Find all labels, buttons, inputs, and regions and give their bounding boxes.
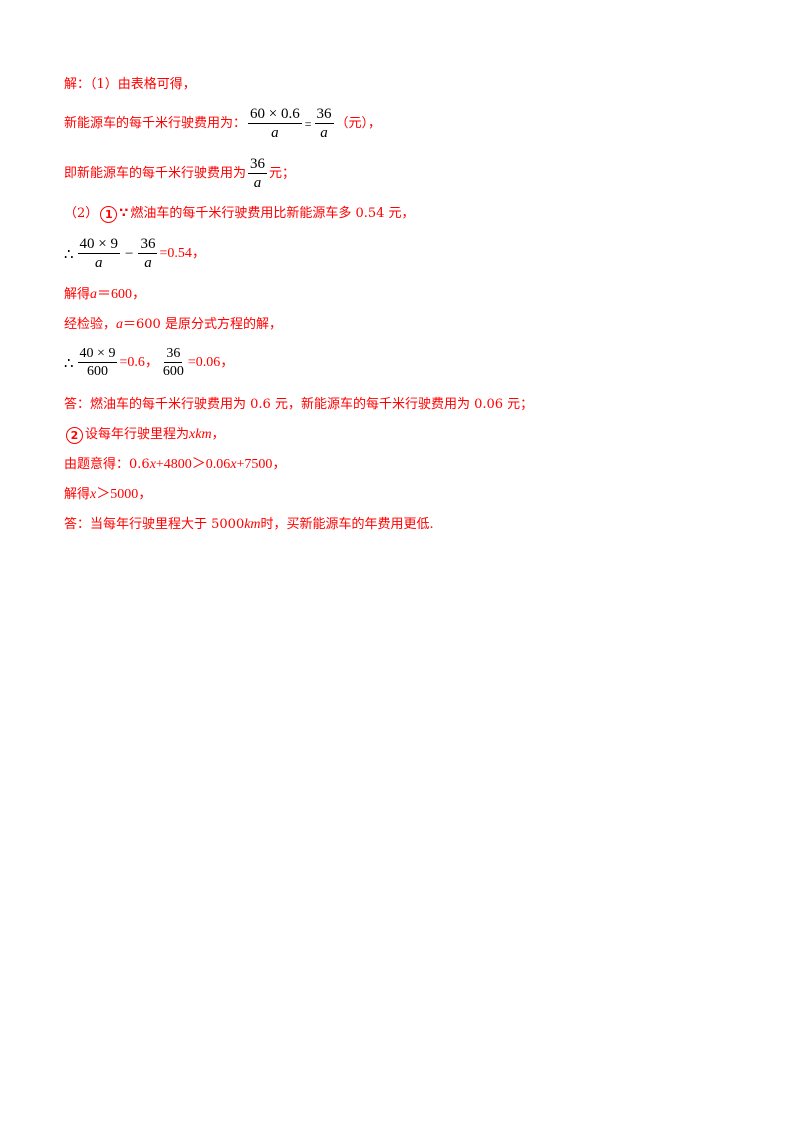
part2-premise: （2） 1 ∵ 燃油车的每千米行驶费用比新能源车多 0.54 元， xyxy=(64,205,415,223)
fraction-36-over-a: 36 a xyxy=(138,236,158,271)
new-energy-cost-conclusion: 即新能源车的每千米行驶费用为 36 a 元； xyxy=(64,156,296,191)
circled-number-2: 2 xyxy=(66,426,83,444)
new-energy-cost-line: 新能源车的每千米行驶费用为： 60 × 0.6 a = 36 a （元）， xyxy=(64,106,382,141)
solution-intro: 解：（1）由表格可得， xyxy=(64,77,196,92)
therefore-symbol: ∴ xyxy=(64,353,74,372)
solve-x-line: 解得 x ＞5000， xyxy=(64,487,153,502)
fraction-36-over-a: 36 a xyxy=(314,106,334,141)
fraction-40x9-over-600: 40 × 9 600 xyxy=(77,346,118,379)
part2-setup: 2 设每年行驶里程为 xkm ， xyxy=(64,426,225,444)
fraction-40x9-over-a: 40 × 9 a xyxy=(77,236,121,271)
fraction-36-over-a: 36 a xyxy=(248,156,268,191)
fraction-60x06-over-a: 60 × 0.6 a xyxy=(248,106,302,141)
substitution-line: ∴ 40 × 9 600 =0.6， 36 600 =0.06， xyxy=(64,346,235,379)
fraction-36-over-600: 36 600 xyxy=(162,346,184,379)
answer-part1: 答：燃油车的每千米行驶费用为 0.6 元，新能源车的每千米行驶费用为 0.06 … xyxy=(64,397,534,412)
solve-a-line: 解得 a ＝600， xyxy=(64,287,147,302)
inequality-line: 由题意得：0.6 x +4800＞0.06 x +7500， xyxy=(64,457,287,472)
therefore-symbol: ∴ xyxy=(64,244,74,263)
because-symbol: ∵ xyxy=(119,206,129,221)
verification-line: 经检验， a ＝600 是原分式方程的解， xyxy=(64,317,282,332)
final-answer: 答：当每年行驶里程大于 5000 km 时，买新能源车的年费用更低. xyxy=(64,517,434,532)
equation-line: ∴ 40 × 9 a − 36 a =0.54， xyxy=(64,236,206,271)
circled-number-1: 1 xyxy=(100,205,118,223)
